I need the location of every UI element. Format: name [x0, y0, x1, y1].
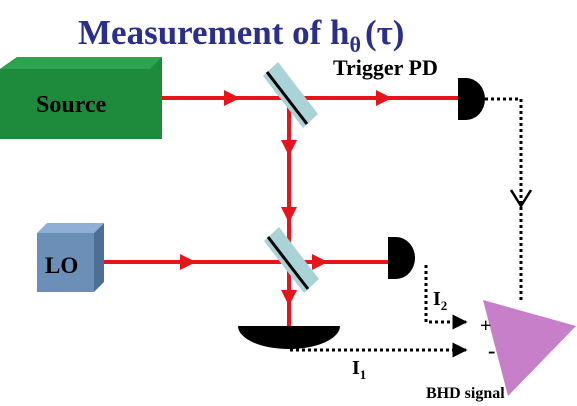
trigger-photodiode-icon: [458, 78, 485, 120]
lo-box: LO: [37, 223, 104, 292]
i2-label: I2: [433, 288, 447, 313]
source-box: Source: [0, 57, 162, 139]
source-label: Source: [36, 92, 107, 118]
beam-arrows: [180, 90, 392, 306]
trigger-pd-label: Trigger PD: [333, 55, 438, 80]
beam-splitter-bottom: [264, 227, 319, 293]
differential-amplifier-icon: [483, 300, 576, 396]
i1-label: I1: [352, 357, 366, 382]
beam-arrow: [376, 90, 392, 106]
minus-label: -: [488, 338, 495, 363]
bhd-signal-label: BHD signal: [426, 385, 505, 402]
title-subscript: θ: [350, 32, 361, 57]
plus-label: +: [480, 315, 491, 337]
lo-photodiode-icon: [388, 237, 415, 279]
bottom-photodiode-icon: [238, 326, 340, 349]
beam-arrow: [281, 290, 297, 306]
chevron-down-icon: [509, 189, 533, 209]
beam-arrow: [312, 254, 328, 270]
signal-lines: [290, 97, 523, 358]
beam-splitter-top: [263, 62, 318, 128]
lo-label: LO: [45, 253, 78, 278]
title-suffix: (τ): [365, 13, 404, 52]
beam-arrow: [180, 254, 196, 270]
beam-arrow: [281, 140, 297, 156]
trigger-signal-line: [485, 97, 523, 303]
beam-arrow: [281, 207, 297, 223]
title-main: Measurement of h: [78, 13, 350, 52]
i2-signal-line: [424, 265, 468, 330]
beam-arrow: [224, 90, 240, 106]
diagram-title: Measurement of hθ(τ): [78, 13, 404, 57]
